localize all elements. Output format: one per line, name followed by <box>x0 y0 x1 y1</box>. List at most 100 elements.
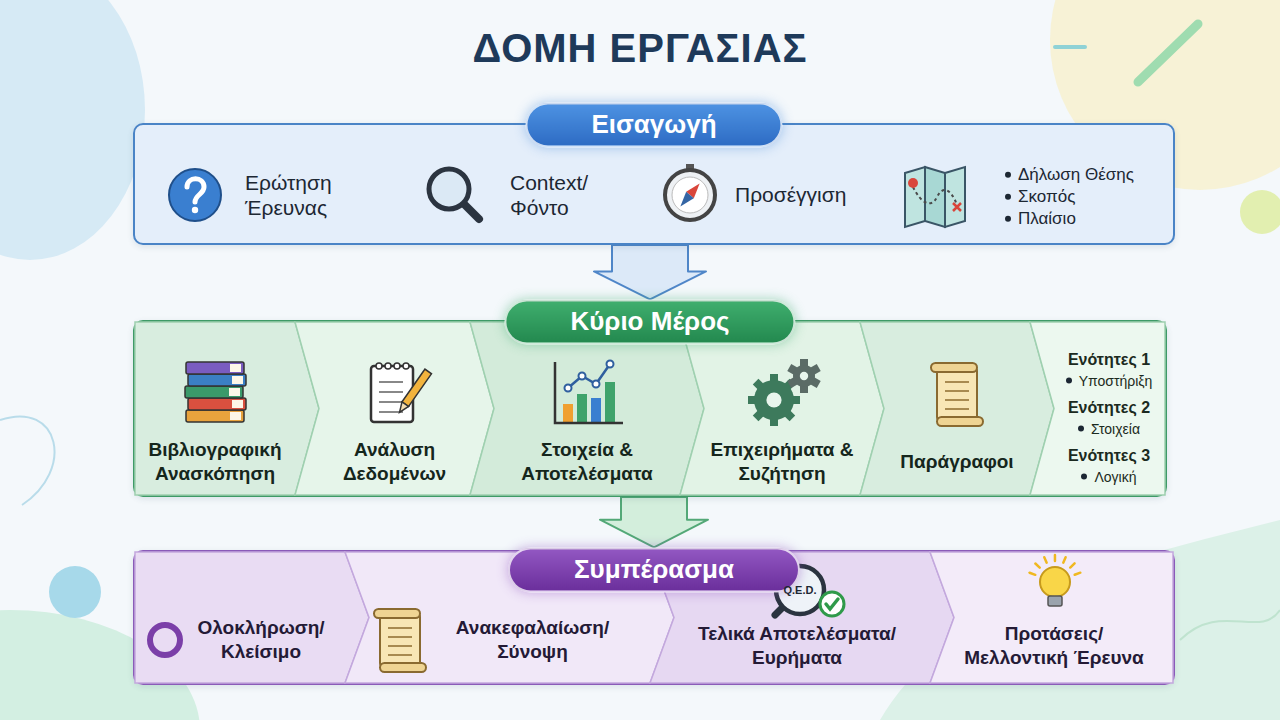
gear <box>787 359 820 393</box>
section-heading: Συμπέρασμα <box>508 547 800 592</box>
scroll-icon <box>374 609 426 672</box>
blob <box>0 0 145 260</box>
text-slot: Στοιχεία <box>1056 421 1162 438</box>
book <box>186 362 244 374</box>
chevron-outline <box>930 552 1173 683</box>
qed-icon <box>775 566 844 616</box>
chevron-step: Ολοκλήρωση/ Κλείσιμο <box>135 552 369 683</box>
chevron-step: Παράγραφοι <box>860 322 1054 495</box>
section-panel: ΣυμπέρασμαΟλοκλήρωση/ Κλείσιμο Ανακεφαλαί… <box>133 550 1175 685</box>
notepad-ring <box>394 363 400 369</box>
bullet-item: Δήλωση Θέσης <box>1018 165 1134 185</box>
question-icon <box>169 169 221 221</box>
bullet-dot <box>1005 172 1011 178</box>
bulb-glass <box>1040 567 1070 597</box>
bullet-item: Λογική <box>1094 469 1136 486</box>
scroll-roll <box>931 363 977 372</box>
bulb-ray <box>1070 563 1074 567</box>
chart-bar <box>605 382 615 422</box>
book-pages <box>229 388 240 396</box>
flow-arrow <box>600 497 708 547</box>
bulb-ray <box>1035 563 1039 567</box>
notepad-ring <box>385 363 391 369</box>
text-slot: Ενότητες 2 <box>1056 398 1162 417</box>
text-slot: Πλαίσιο <box>1005 209 1170 229</box>
question-mark <box>187 179 204 202</box>
map-icon <box>905 167 965 227</box>
text-slot: Κύριο Μέρος <box>504 299 795 344</box>
chevron-step: Στοιχεία & Αποτελέσματα <box>470 322 704 495</box>
step-label: Ενότητες 1 <box>1068 350 1150 369</box>
notepad-line <box>379 401 403 403</box>
scroll-roll <box>380 663 426 672</box>
map-route <box>913 187 957 205</box>
compass-face <box>672 177 708 213</box>
scroll-line <box>388 654 412 656</box>
step-label: Προσέγγιση <box>735 182 846 207</box>
scroll-roll <box>374 609 420 618</box>
chevron-outline <box>860 322 1054 495</box>
step-label: Προτάσεις/ Μελλοντική Έρευνα <box>954 622 1154 670</box>
bullet-dot <box>1005 216 1011 222</box>
text-slot: Επιχειρήματα & Συζήτηση <box>706 438 858 486</box>
text-slot: Σκοπός <box>1005 187 1170 207</box>
step-label: Ανάλυση Δεδομένων <box>321 438 468 486</box>
text-slot: Συμπέρασμα <box>508 547 800 592</box>
section-panel: ΕισαγωγήΕρώτηση ΈρευναςContext/ ΦόντοΠρο… <box>133 123 1175 245</box>
scroll-line <box>945 390 969 392</box>
step-label: Τελικά Αποτελέσματα/ Ευρήματα <box>672 622 922 670</box>
chevron-outline <box>345 552 674 683</box>
text-slot: Προσέγγιση <box>735 182 846 207</box>
bulb-ray <box>1075 573 1081 575</box>
map-pin <box>908 178 918 188</box>
accent-curve <box>0 416 54 505</box>
text-slot: Context/ Φόντο <box>510 170 588 220</box>
scroll-line <box>945 408 969 410</box>
magnifier-lens <box>429 169 469 209</box>
scroll-line <box>945 399 969 401</box>
text-slot: Στοιχεία & Αποτελέσματα <box>496 438 678 486</box>
scroll-line <box>388 627 412 629</box>
book-pages <box>230 364 241 372</box>
icon-label: Q.E.D. <box>783 584 816 596</box>
accent-line <box>1055 45 1085 49</box>
notepad-line <box>379 391 403 393</box>
chevron-outline <box>295 322 494 495</box>
bulb-ray <box>1054 555 1057 561</box>
bullet-dot <box>1081 474 1087 480</box>
scroll-icon <box>931 363 983 426</box>
notepad-ring <box>376 363 382 369</box>
chevron-outline <box>470 322 704 495</box>
chevron-step: Προτάσεις/ Μελλοντική Έρευνα <box>930 552 1173 683</box>
chart-icon <box>555 361 623 424</box>
chevron-step: Επιχειρήματα & Συζήτηση <box>680 322 884 495</box>
chart-point <box>565 385 572 392</box>
text-slot: Τελικά Αποτελέσματα/ Ευρήματα <box>672 622 922 670</box>
flow-arrow <box>594 245 706 299</box>
bulb-icon <box>1030 555 1081 606</box>
accent-line <box>1138 24 1198 82</box>
step-label: Ανακεφαλαίωση/ Σύνοψη <box>435 616 630 664</box>
gears-icon <box>748 359 821 426</box>
gear-hole <box>766 392 781 407</box>
chevron-step: Βιβλιογραφική Ανασκόπηση <box>135 322 319 495</box>
compass-icon <box>665 164 715 220</box>
step-label: Ερώτηση Έρευνας <box>245 170 332 220</box>
diagram-title: ΔΟΜΗ ΕΡΓΑΣΙΑΣ <box>0 26 1280 71</box>
chevron-step: Ενότητες 1ΥποστήριξηΕνότητες 2ΣτοιχείαΕν… <box>1030 322 1165 495</box>
chart-axis <box>555 362 623 423</box>
accent-curve <box>1180 610 1280 640</box>
scroll-line <box>388 636 412 638</box>
scroll-roll <box>937 417 983 426</box>
chevron-outline <box>680 322 884 495</box>
book <box>188 398 246 410</box>
book-pages <box>230 412 241 420</box>
chart-point <box>607 361 614 368</box>
question-dot <box>192 207 198 213</box>
magnifier-icon <box>429 169 479 219</box>
map-panel <box>925 167 945 227</box>
text-slot: Ολοκλήρωση/ Κλείσιμο <box>185 616 337 664</box>
text-slot: Ενότητες 3 <box>1056 446 1162 465</box>
